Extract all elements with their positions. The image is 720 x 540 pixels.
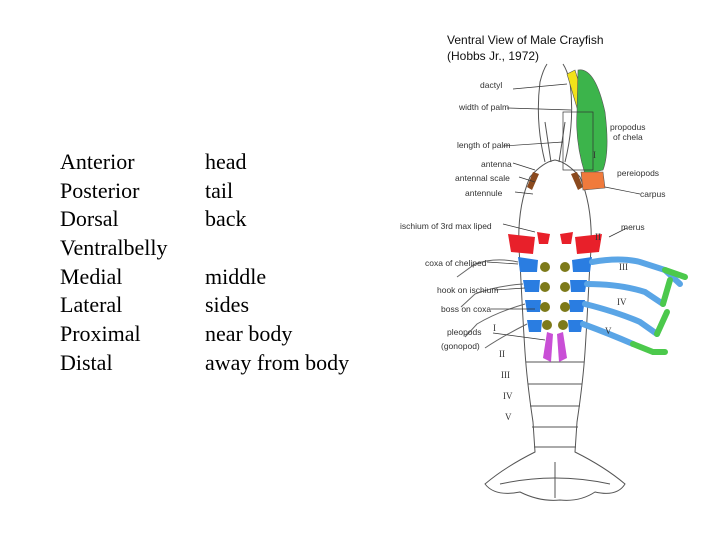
label-coxa-cheliped: coxa of cheliped bbox=[425, 258, 487, 268]
label-boss-on-coxa: boss on coxa bbox=[441, 304, 491, 314]
term-row: Distal away from body bbox=[60, 349, 380, 378]
term-meaning: tail bbox=[205, 177, 234, 203]
leader-lines bbox=[486, 83, 641, 341]
label-gonopod: (gonopod) bbox=[441, 341, 480, 351]
term-row: Lateral sides bbox=[60, 291, 380, 320]
antennae bbox=[537, 63, 573, 163]
carpus-segment bbox=[580, 171, 606, 191]
label-carpus: carpus bbox=[640, 189, 666, 199]
roman-numeral: III bbox=[619, 262, 628, 272]
label-antennule: antennule bbox=[465, 188, 503, 198]
coxa-segments bbox=[518, 257, 592, 332]
ischium-right bbox=[575, 234, 602, 254]
label-length-of-palm: length of palm bbox=[457, 140, 510, 150]
term-row: Medial middle bbox=[60, 263, 380, 292]
label-width-of-palm: width of palm bbox=[458, 102, 509, 112]
term-meaning: middle bbox=[205, 263, 267, 289]
label-antennal-scale: antennal scale bbox=[455, 173, 510, 183]
term: Proximal bbox=[60, 321, 141, 347]
gonopods bbox=[543, 332, 567, 362]
ischium-left bbox=[508, 234, 535, 254]
term: Ventralbelly bbox=[60, 235, 168, 261]
figure-title-line1: Ventral View of Male Crayfish bbox=[447, 33, 604, 47]
anatomy-terms-list: Anterior head Posterior tail Dorsal back Ve… bbox=[60, 148, 380, 378]
crayfish-body bbox=[484, 159, 626, 501]
term-meaning: away from body bbox=[205, 349, 350, 375]
figure-title: Ventral View of Male Crayfish (Hobbs Jr.… bbox=[447, 32, 604, 64]
crayfish-figure: Ventral View of Male Crayfish (Hobbs Jr.… bbox=[395, 22, 715, 532]
term: Anterior bbox=[60, 149, 135, 174]
label-propodus: propodus bbox=[610, 122, 645, 132]
roman-numeral: IV bbox=[617, 297, 627, 307]
crayfish-illustration: dactyl width of palm propodus of chela l… bbox=[400, 63, 688, 501]
term-meaning: back bbox=[205, 206, 247, 232]
label-pereiopods: pereiopods bbox=[617, 168, 659, 178]
ischium-center-left bbox=[537, 232, 550, 244]
walking-legs-right bbox=[580, 256, 688, 355]
term: Medial bbox=[60, 263, 123, 289]
term: Dorsal bbox=[60, 206, 119, 232]
roman-numeral: IV bbox=[503, 391, 513, 401]
boss-on-coxa bbox=[540, 262, 570, 330]
ischium-center-right bbox=[560, 232, 573, 244]
term: Lateral bbox=[60, 292, 123, 318]
term-meaning: near body bbox=[205, 321, 293, 347]
term: Distal bbox=[60, 349, 113, 375]
label-pleopods: pleopods bbox=[447, 327, 482, 337]
label-of-chela: of chela bbox=[613, 132, 643, 142]
term-row: Anterior head bbox=[60, 148, 380, 177]
term-row: Posterior tail bbox=[60, 177, 380, 206]
propodus-segment bbox=[576, 69, 608, 175]
term-meaning: head bbox=[205, 149, 247, 174]
term-meaning: sides bbox=[205, 292, 249, 318]
term-row: Proximal near body bbox=[60, 320, 380, 349]
term-row: Dorsal back bbox=[60, 205, 380, 234]
label-dactyl: dactyl bbox=[480, 80, 502, 90]
roman-numeral: V bbox=[605, 326, 612, 336]
roman-numeral: V bbox=[505, 412, 512, 422]
roman-numeral: I bbox=[593, 150, 596, 160]
roman-numeral: III bbox=[501, 370, 510, 380]
label-ischium: ischium of 3rd max liped bbox=[400, 221, 492, 231]
label-hook-on-ischium: hook on ischium bbox=[437, 285, 498, 295]
roman-numeral: II bbox=[595, 232, 601, 242]
term: Posterior bbox=[60, 177, 140, 203]
roman-numeral: II bbox=[499, 349, 505, 359]
walking-legs-left bbox=[456, 259, 528, 349]
term-row: Ventralbelly bbox=[60, 234, 380, 263]
antenna-right-colored bbox=[571, 172, 583, 190]
roman-numeral: I bbox=[493, 323, 496, 333]
figure-title-line2: (Hobbs Jr., 1972) bbox=[447, 49, 540, 63]
label-antenna: antenna bbox=[481, 159, 512, 169]
antenna-left-colored bbox=[527, 172, 539, 190]
label-merus: merus bbox=[621, 222, 645, 232]
